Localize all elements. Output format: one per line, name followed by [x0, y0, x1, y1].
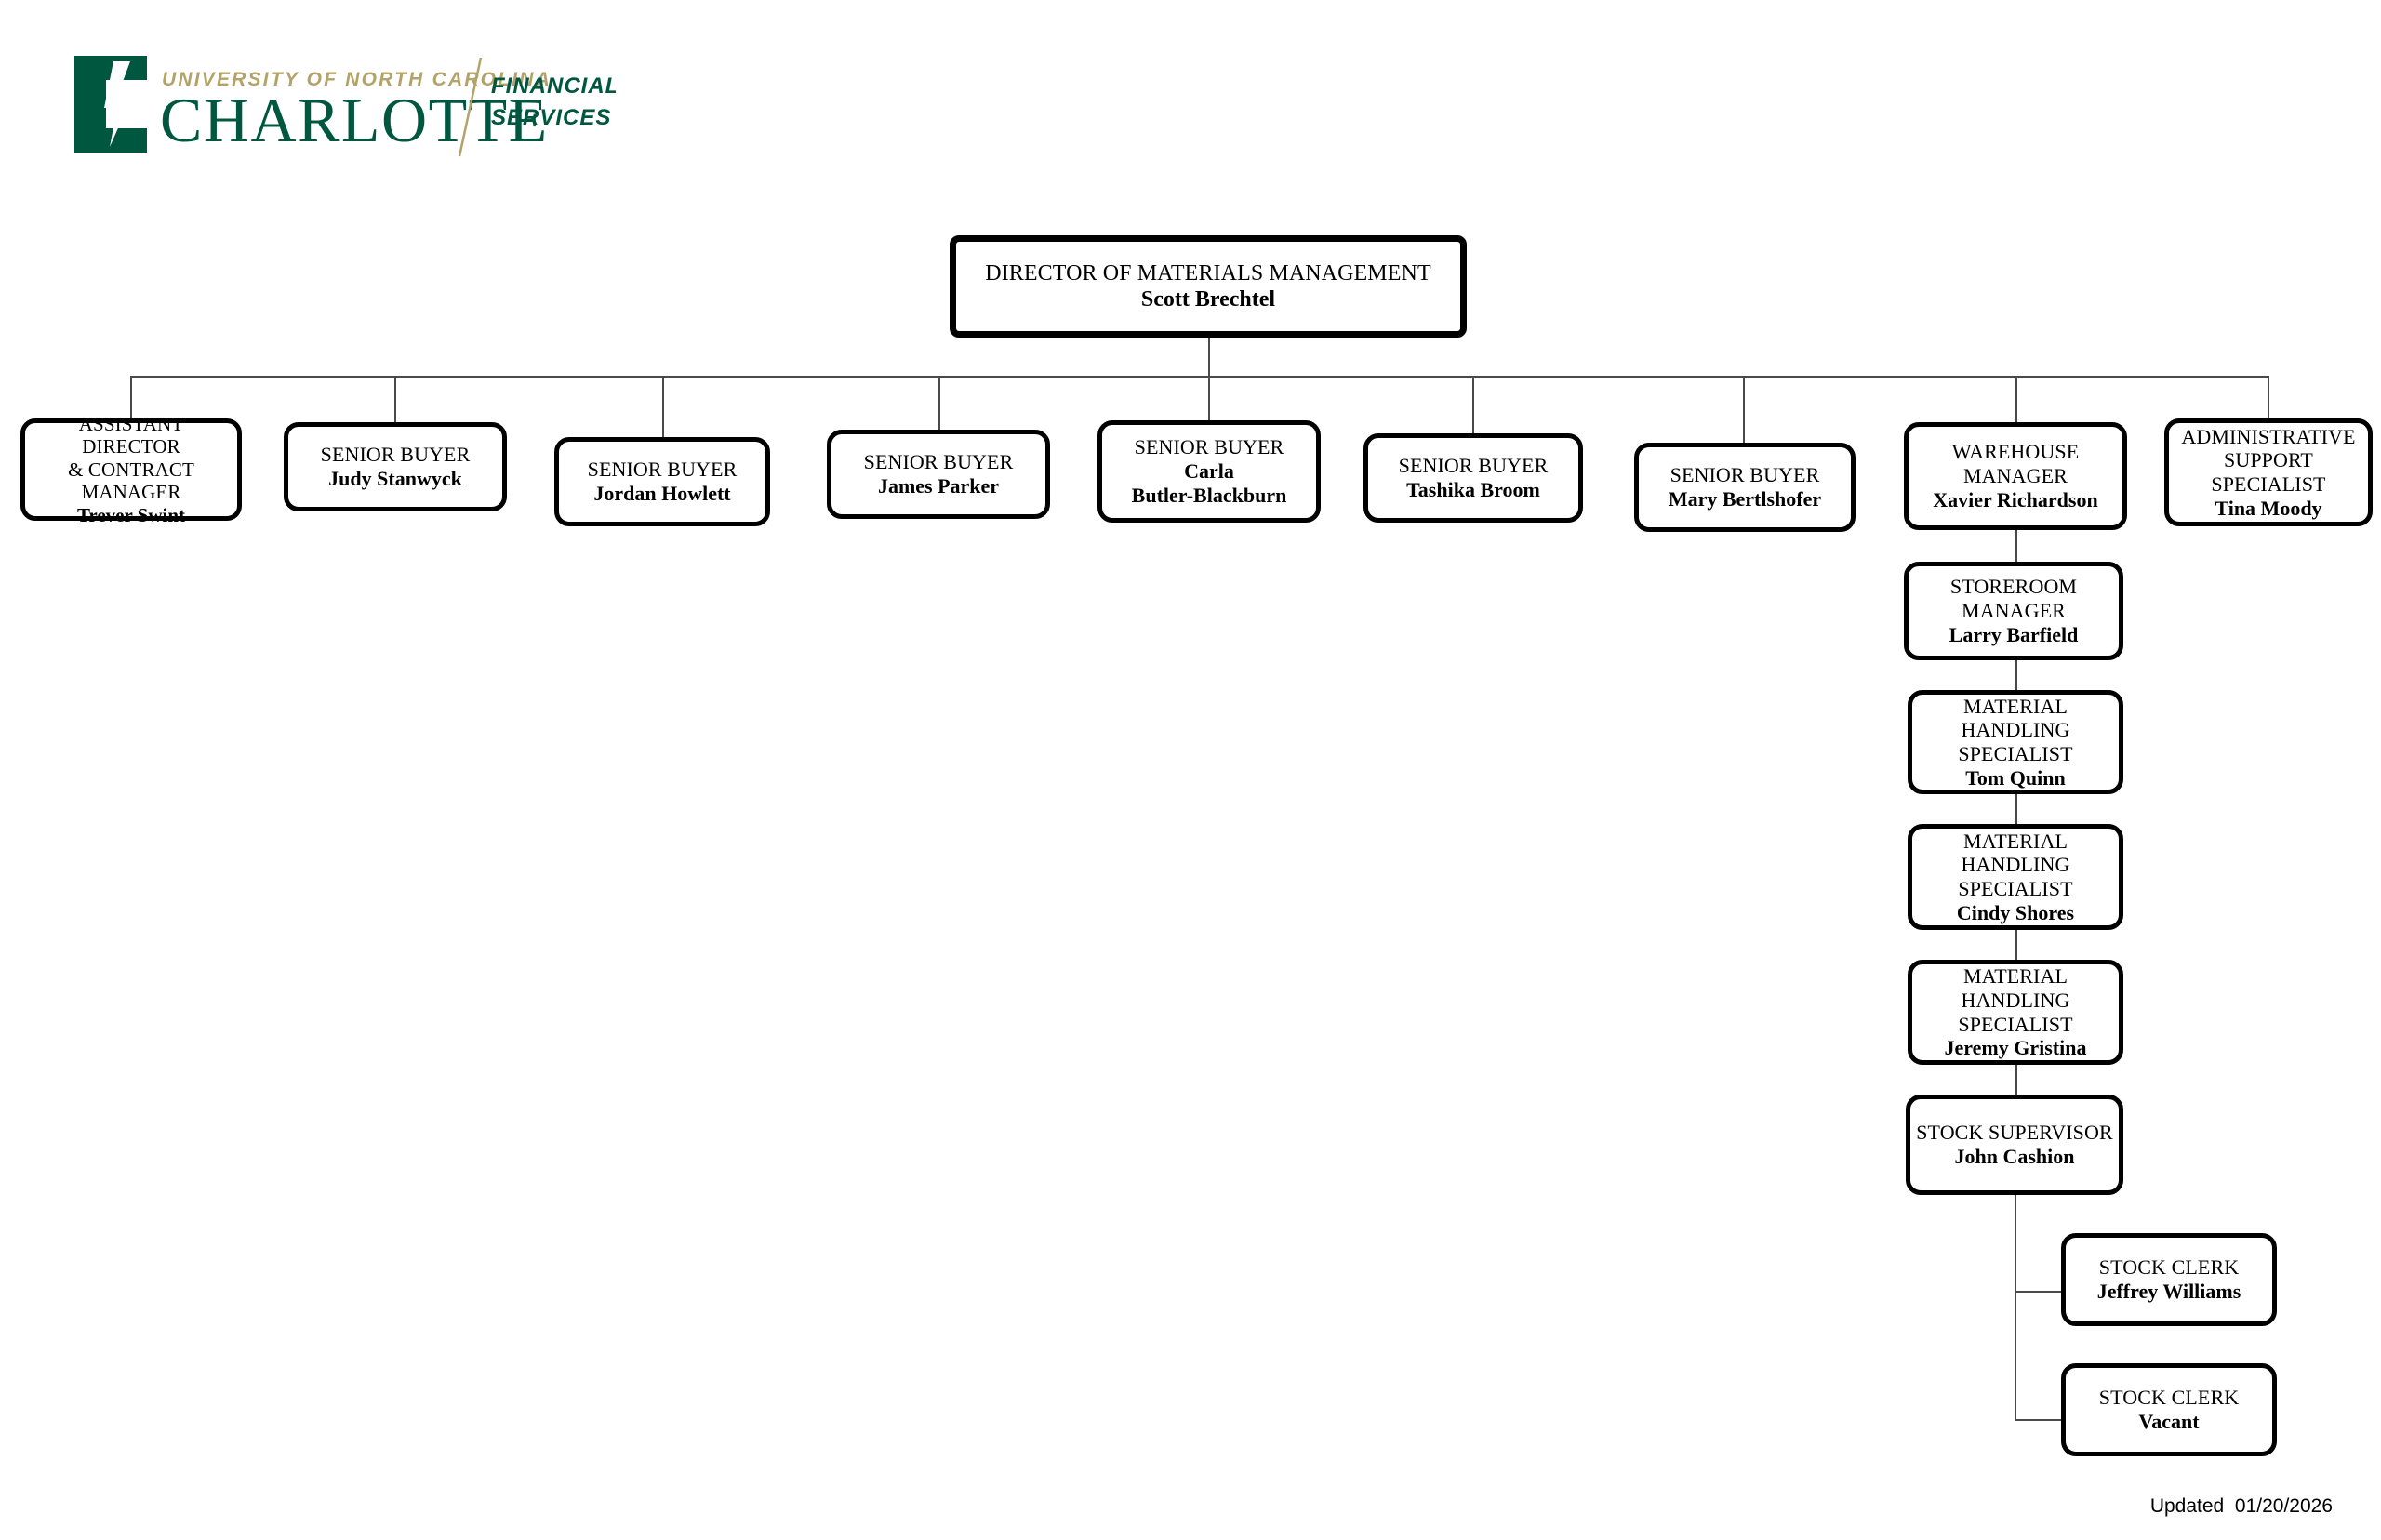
- node-title: SENIOR BUYER: [1669, 463, 1820, 487]
- node-senior-buyer-tashika-broom[interactable]: SENIOR BUYER Tashika Broom: [1363, 433, 1583, 523]
- node-name: Mary Bertlshofer: [1668, 487, 1822, 511]
- node-name: Jeffrey Williams: [2096, 1280, 2241, 1303]
- node-title: STOCK CLERK: [2098, 1255, 2240, 1280]
- node-senior-buyer-mary-bertlshofer[interactable]: SENIOR BUYER Mary Bertlshofer: [1634, 443, 1856, 532]
- connector-stock-supervisor-trunk: [2015, 1195, 2016, 1420]
- node-senior-buyer-jordan-howlett[interactable]: SENIOR BUYER Jordan Howlett: [554, 437, 770, 526]
- node-name: James Parker: [877, 474, 1000, 498]
- unc-charlotte-crown-icon: [74, 56, 147, 153]
- node-title: MATERIAL HANDLING SPECIALIST: [1958, 829, 2073, 900]
- node-warehouse-manager-xavier-richardson[interactable]: WAREHOUSE MANAGER Xavier Richardson: [1904, 422, 2127, 530]
- connector-storeroom-to-mhs1: [2015, 660, 2017, 690]
- node-assistant-director-contract-manager[interactable]: ASSISTANT DIRECTOR & CONTRACT MANAGER Tr…: [20, 413, 242, 526]
- node-title: STOCK CLERK: [2098, 1386, 2240, 1410]
- node-title: STOREROOM MANAGER: [1949, 575, 2078, 623]
- connector-drop-3: [662, 376, 664, 437]
- connector-root-drop: [1208, 338, 1210, 377]
- connector-mhs1-to-mhs2: [2015, 794, 2017, 824]
- node-title: MATERIAL HANDLING SPECIALIST: [1958, 694, 2073, 765]
- connector-stub-clerk-2: [2015, 1419, 2061, 1421]
- node-name: Cindy Shores: [1956, 900, 2075, 924]
- node-administrative-support-specialist-tina-moody[interactable]: ADMINISTRATIVE SUPPORT SPECIALIST Tina M…: [2164, 418, 2373, 526]
- connector-warehouse-to-storeroom: [2015, 530, 2017, 562]
- node-title: MATERIAL HANDLING SPECIALIST: [1958, 964, 2073, 1036]
- connector-mhs3-to-stock-supervisor: [2015, 1065, 2017, 1095]
- logo-unit-line-1: FINANCIAL: [491, 73, 616, 99]
- node-name: Tina Moody: [2215, 496, 2322, 520]
- node-title: SENIOR BUYER: [863, 450, 1014, 474]
- node-material-handling-specialist-tom-quinn[interactable]: MATERIAL HANDLING SPECIALIST Tom Quinn: [1908, 690, 2123, 794]
- connector-drop-1: [130, 376, 132, 418]
- node-senior-buyer-carla-butler-blackburn[interactable]: SENIOR BUYER Carla Butler-Blackburn: [1097, 420, 1321, 523]
- node-title: SENIOR BUYER: [1134, 435, 1284, 459]
- connector-drop-5: [1208, 376, 1210, 420]
- node-name: Tashika Broom: [1406, 478, 1540, 501]
- connector-drop-6: [1472, 376, 1474, 433]
- node-stock-clerk-vacant[interactable]: STOCK CLERK Vacant: [2061, 1363, 2277, 1456]
- node-title: ASSISTANT DIRECTOR & CONTRACT MANAGER: [68, 412, 194, 504]
- node-material-handling-specialist-jeremy-gristina[interactable]: MATERIAL HANDLING SPECIALIST Jeremy Gris…: [1908, 960, 2123, 1065]
- node-title: SENIOR BUYER: [1398, 454, 1549, 478]
- node-director-of-materials-management[interactable]: DIRECTOR OF MATERIALS MANAGEMENT Scott B…: [950, 235, 1467, 338]
- node-title: DIRECTOR OF MATERIALS MANAGEMENT: [985, 260, 1431, 285]
- logo-divider: [458, 57, 483, 157]
- connector-drop-9: [2268, 376, 2269, 418]
- node-name: John Cashion: [1954, 1145, 2075, 1168]
- node-name: Larry Barfield: [1949, 622, 2079, 646]
- node-name: Xavier Richardson: [1933, 487, 2098, 511]
- connector-stub-clerk-1: [2015, 1291, 2061, 1293]
- connector-mhs2-to-mhs3: [2015, 930, 2017, 960]
- logo-university-line: UNIVERSITY OF NORTH CAROLINA: [162, 69, 552, 90]
- unc-charlotte-financial-services-logo: UNIVERSITY OF NORTH CAROLINA CHARLOTTE F…: [58, 48, 616, 165]
- logo-unit-line-2: SERVICES: [491, 105, 611, 130]
- node-title: SENIOR BUYER: [320, 443, 471, 467]
- connector-drop-8: [2015, 376, 2017, 422]
- node-name: Vacant: [2138, 1410, 2200, 1433]
- node-title: STOCK SUPERVISOR: [1916, 1121, 2113, 1145]
- node-storeroom-manager-larry-barfield[interactable]: STOREROOM MANAGER Larry Barfield: [1904, 562, 2123, 660]
- connector-drop-7: [1743, 376, 1745, 443]
- node-name: Scott Brechtel: [1140, 287, 1276, 312]
- node-name: Tom Quinn: [1965, 765, 2066, 790]
- node-material-handling-specialist-cindy-shores[interactable]: MATERIAL HANDLING SPECIALIST Cindy Shore…: [1908, 824, 2123, 930]
- node-name: Trever Swint: [76, 503, 186, 526]
- node-senior-buyer-james-parker[interactable]: SENIOR BUYER James Parker: [827, 430, 1050, 519]
- connector-drop-2: [394, 376, 396, 422]
- node-name: Jeremy Gristina: [1944, 1036, 2087, 1060]
- node-name: Carla Butler-Blackburn: [1131, 459, 1287, 507]
- connector-drop-4: [938, 376, 940, 430]
- node-title: SENIOR BUYER: [587, 458, 738, 482]
- node-name: Jordan Howlett: [593, 482, 731, 505]
- logo-wordmark: CHARLOTTE: [160, 85, 549, 155]
- connector-bus: [130, 376, 2268, 378]
- node-name: Judy Stanwyck: [328, 467, 462, 490]
- node-senior-buyer-judy-stanwyck[interactable]: SENIOR BUYER Judy Stanwyck: [284, 422, 507, 511]
- updated-timestamp: Updated 01/20/2026: [2149, 1495, 2333, 1517]
- node-stock-clerk-jeffrey-williams[interactable]: STOCK CLERK Jeffrey Williams: [2061, 1233, 2277, 1326]
- node-title: ADMINISTRATIVE SUPPORT SPECIALIST: [2181, 424, 2356, 496]
- node-title: WAREHOUSE MANAGER: [1951, 440, 2080, 488]
- node-stock-supervisor-john-cashion[interactable]: STOCK SUPERVISOR John Cashion: [1906, 1095, 2123, 1195]
